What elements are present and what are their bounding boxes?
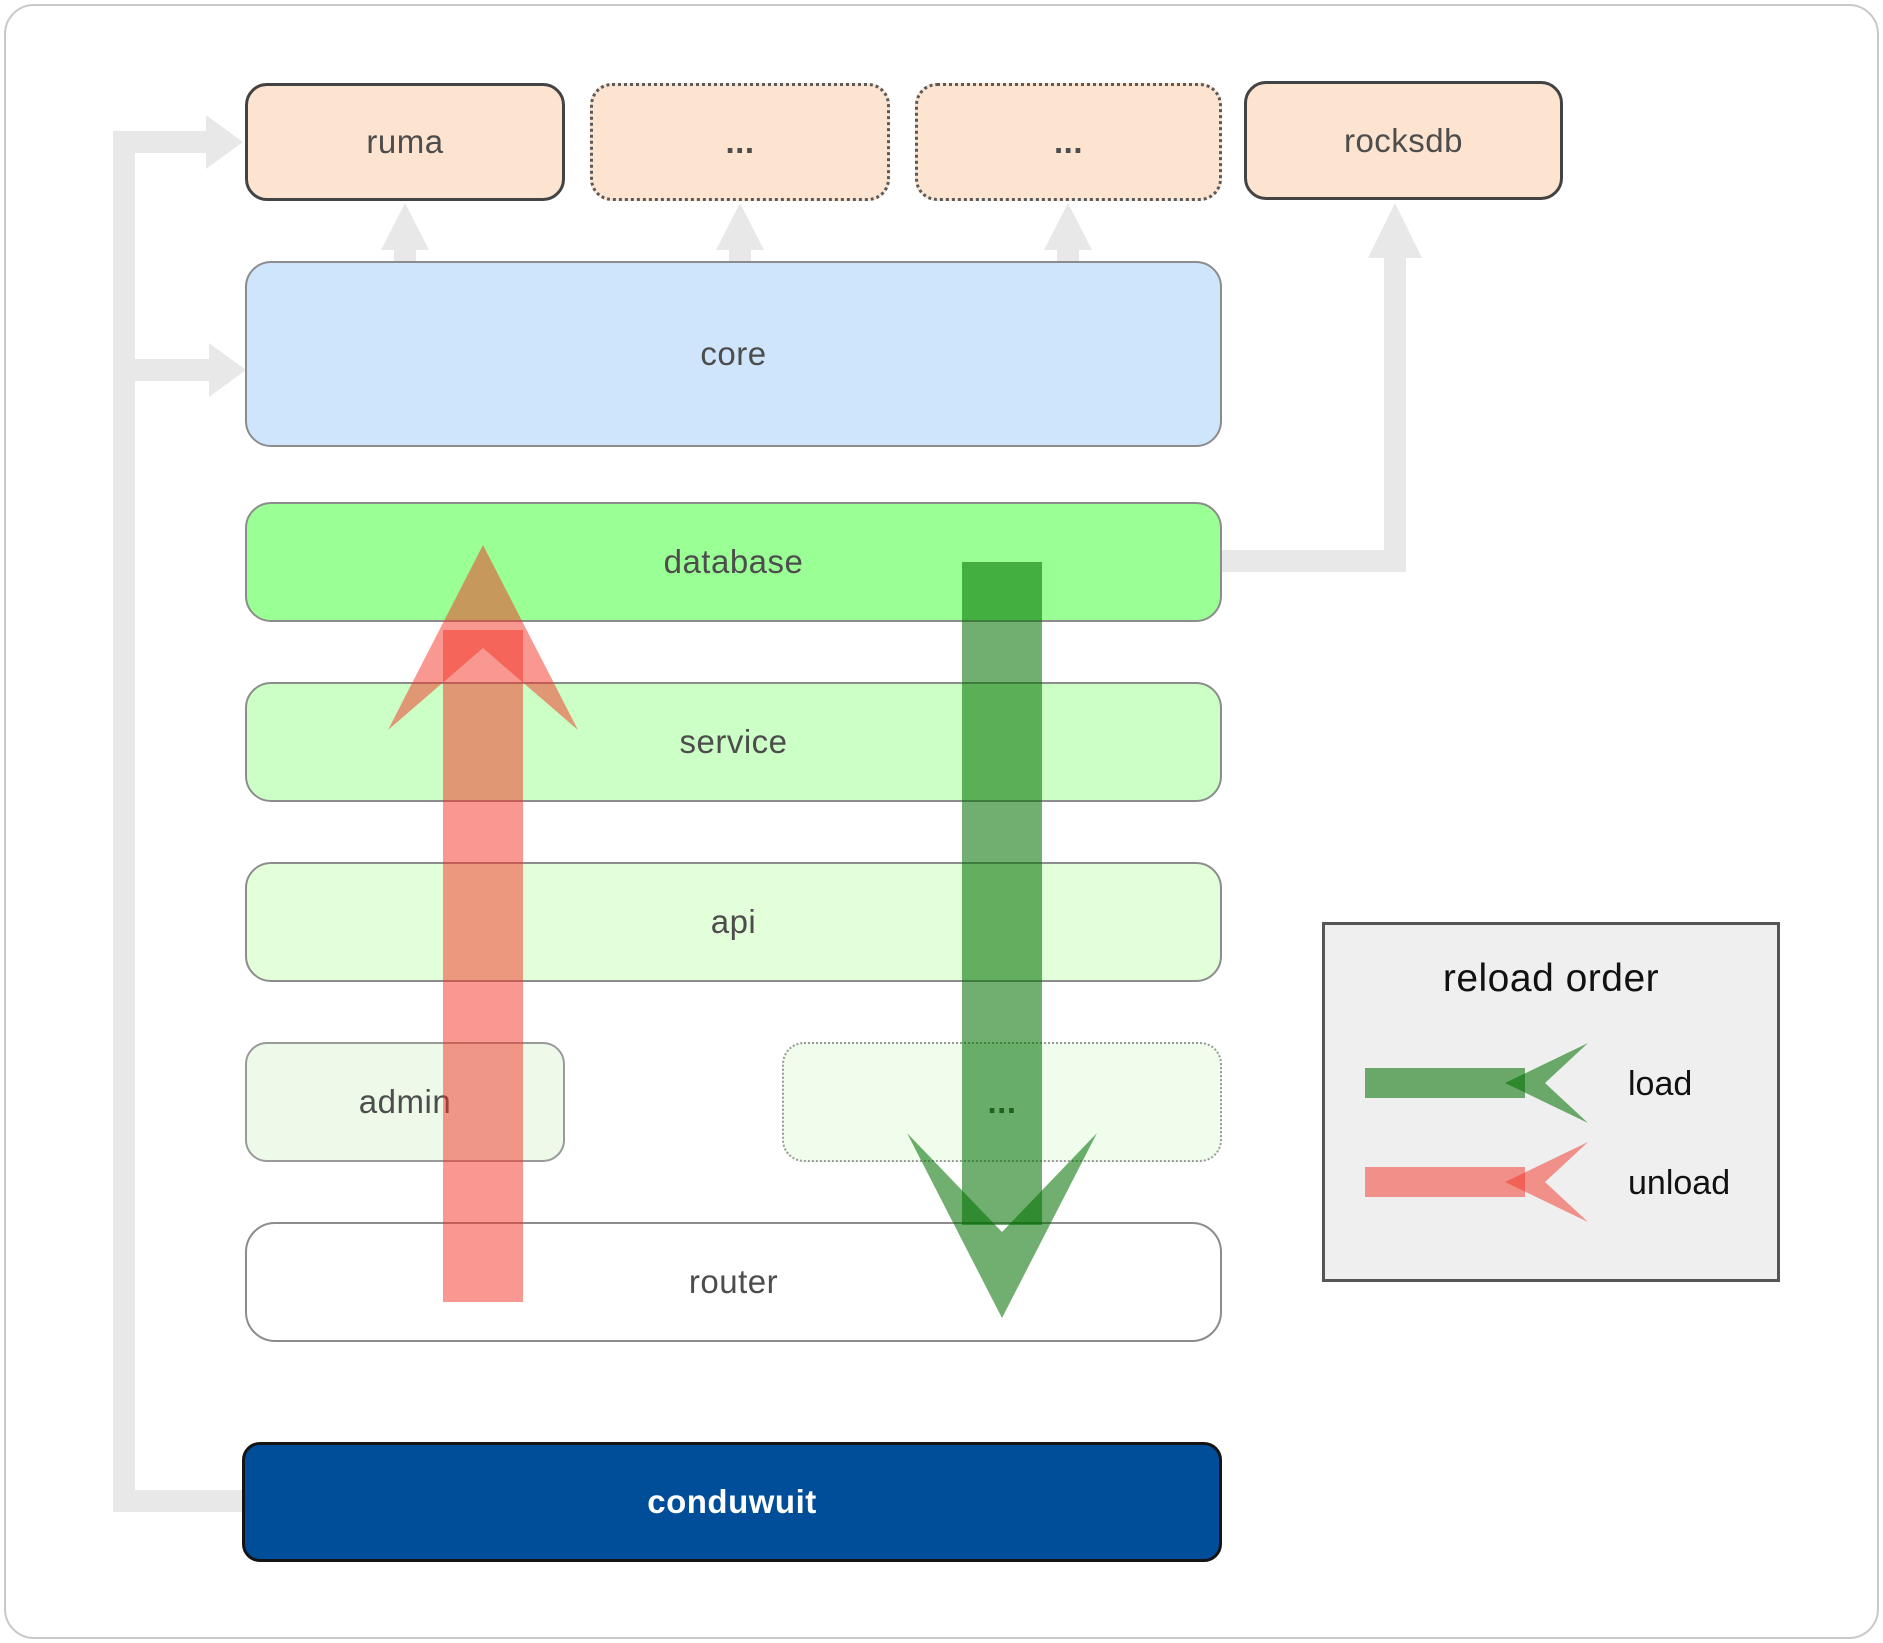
node-rocksdb-label: rocksdb [1343, 121, 1464, 159]
node-ellipsis-top-2: ... [915, 83, 1222, 201]
node-core: core [245, 261, 1222, 447]
node-ellipsis-admin-row-label: ... [987, 1083, 1017, 1120]
legend-label-unload: unload [1628, 1164, 1731, 1202]
node-ellipsis-top-1-label: ... [725, 123, 755, 160]
node-ellipsis-top-1: ... [590, 83, 890, 201]
node-router-label: router [688, 1263, 779, 1300]
node-database: database [245, 502, 1222, 622]
node-conduwuit-label: conduwuit [647, 1483, 817, 1520]
legend-label-load: load [1628, 1065, 1693, 1103]
node-router: router [245, 1222, 1222, 1342]
node-core-label: core [700, 335, 767, 372]
node-api-label: api [710, 903, 757, 940]
node-database-label: database [663, 543, 804, 580]
node-api: api [245, 862, 1222, 982]
diagram-frame [4, 4, 1879, 1639]
legend-title: reload order [1442, 957, 1660, 1000]
node-conduwuit: conduwuit [242, 1442, 1222, 1562]
node-rocksdb: rocksdb [1244, 81, 1563, 200]
node-ellipsis-admin-row: ... [782, 1042, 1222, 1162]
node-ruma-label: ruma [366, 123, 444, 160]
node-admin-label: admin [358, 1083, 452, 1120]
node-admin: admin [245, 1042, 565, 1162]
node-service: service [245, 682, 1222, 802]
node-service-label: service [679, 723, 788, 760]
node-ellipsis-top-2-label: ... [1053, 123, 1083, 160]
legend: reload order load unload [1322, 922, 1780, 1282]
node-ruma: ruma [245, 83, 565, 201]
